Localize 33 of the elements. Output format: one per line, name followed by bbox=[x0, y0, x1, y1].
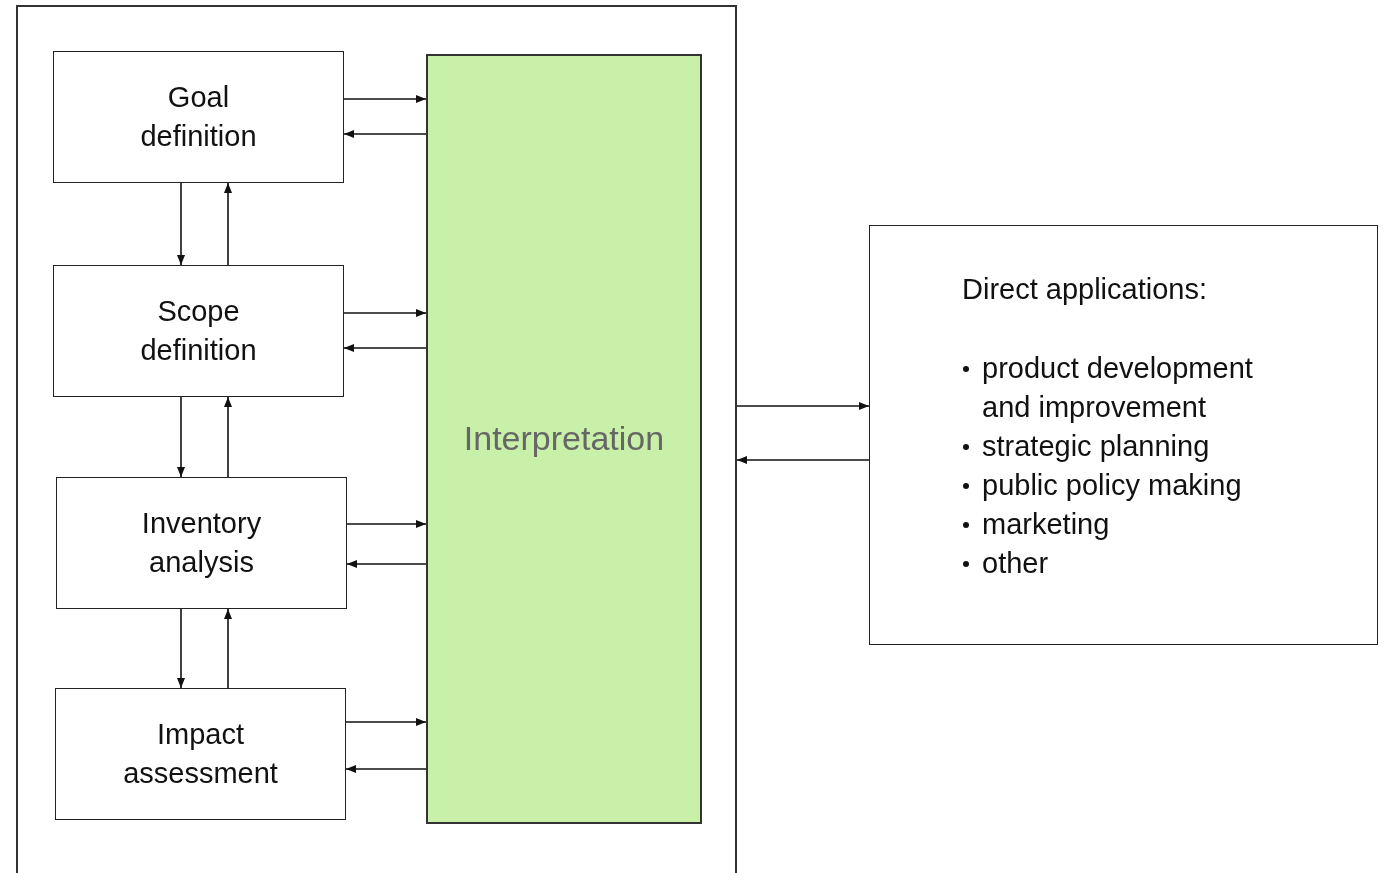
heading-text: Direct applications: bbox=[962, 272, 1207, 307]
node-label: Goal definition bbox=[139, 79, 258, 154]
arrow bbox=[177, 608, 185, 689]
node-label: Scope definition bbox=[139, 293, 258, 368]
process-box bbox=[55, 688, 346, 820]
arrow bbox=[346, 560, 427, 568]
arrow bbox=[346, 520, 427, 528]
bullet-item: other bbox=[962, 544, 1302, 583]
arrow bbox=[343, 344, 427, 352]
node-label: Inventory analysis bbox=[140, 505, 263, 580]
bullet-item: strategic planning bbox=[962, 427, 1302, 466]
node-label: Interpretation bbox=[463, 418, 665, 460]
arrow bbox=[224, 396, 232, 478]
arrow bbox=[736, 456, 870, 464]
arrow bbox=[343, 95, 427, 103]
bullet-item: public policy making bbox=[962, 466, 1302, 505]
arrow bbox=[177, 396, 185, 478]
node-label: Impact assessment bbox=[122, 716, 279, 791]
applications-box bbox=[869, 225, 1378, 645]
process-box bbox=[53, 265, 344, 397]
arrow bbox=[177, 182, 185, 266]
arrow bbox=[736, 402, 870, 410]
arrow bbox=[345, 765, 427, 773]
arrow bbox=[224, 182, 232, 266]
frame-box bbox=[16, 5, 737, 873]
arrow bbox=[343, 309, 427, 317]
interpretation-box bbox=[426, 54, 702, 824]
process-box bbox=[56, 477, 347, 609]
bullet-item: marketing bbox=[962, 505, 1302, 544]
arrow bbox=[224, 608, 232, 689]
process-box bbox=[53, 51, 344, 183]
arrow bbox=[343, 130, 427, 138]
arrow bbox=[345, 718, 427, 726]
